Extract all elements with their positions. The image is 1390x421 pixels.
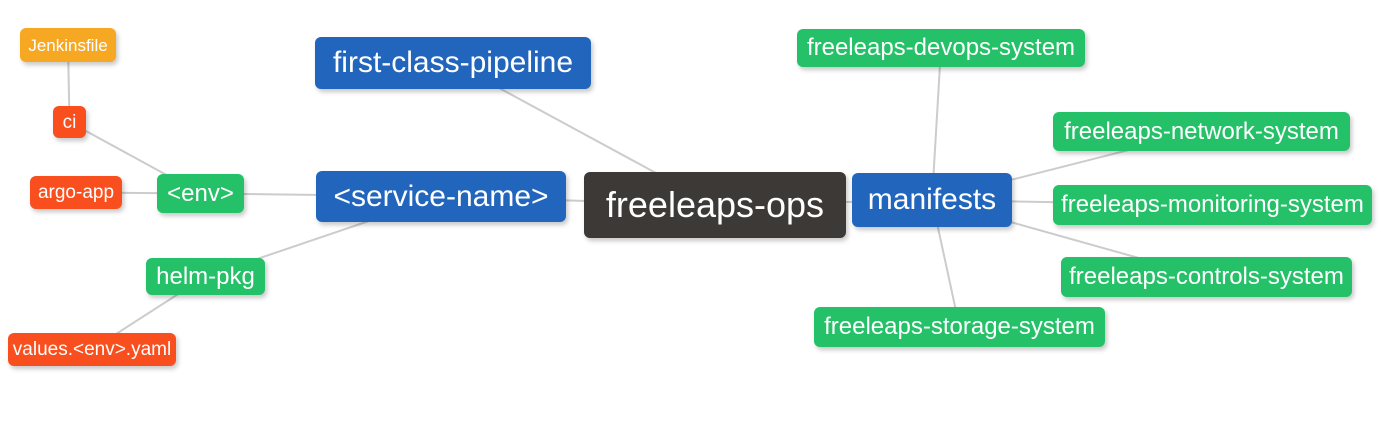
- mindmap-node-argo-app[interactable]: argo-app: [30, 176, 122, 209]
- mindmap-node-service-name[interactable]: <service-name>: [316, 171, 566, 222]
- mindmap-node-helm-pkg[interactable]: helm-pkg: [146, 258, 265, 295]
- mindmap-node-first-class-pipeline[interactable]: first-class-pipeline: [315, 37, 591, 89]
- mindmap-node-values-env-yaml[interactable]: values.<env>.yaml: [8, 333, 176, 366]
- mindmap-node-devops-system[interactable]: freeleaps-devops-system: [797, 29, 1085, 67]
- mindmap-node-jenkinsfile[interactable]: Jenkinsfile: [20, 28, 116, 62]
- mindmap-node-ci[interactable]: ci: [53, 106, 86, 138]
- mindmap-node-controls-system[interactable]: freeleaps-controls-system: [1061, 257, 1352, 297]
- mindmap-node-monitoring-system[interactable]: freeleaps-monitoring-system: [1053, 185, 1372, 225]
- mindmap-node-manifests[interactable]: manifests: [852, 173, 1012, 227]
- mindmap-node-freeleaps-ops[interactable]: freeleaps-ops: [584, 172, 846, 238]
- mindmap-node-network-system[interactable]: freeleaps-network-system: [1053, 112, 1350, 151]
- mindmap-node-storage-system[interactable]: freeleaps-storage-system: [814, 307, 1105, 347]
- mindmap-node-env[interactable]: <env>: [157, 174, 244, 213]
